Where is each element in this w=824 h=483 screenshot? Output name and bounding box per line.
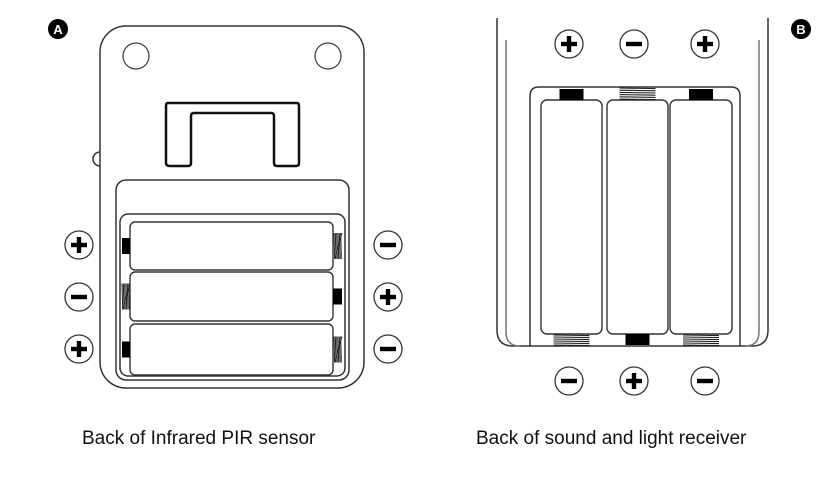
minus-icon — [690, 366, 720, 396]
minus-icon — [373, 334, 403, 364]
battery-a-1 — [129, 221, 334, 271]
contact-spring — [333, 336, 343, 363]
plus-icon — [554, 29, 584, 59]
contact-spring — [682, 334, 720, 347]
mounting-hole-left — [122, 42, 150, 70]
contact-spring — [553, 334, 590, 347]
battery-b-1 — [540, 99, 603, 335]
contact-plate — [689, 89, 713, 100]
minus-icon — [619, 29, 649, 59]
contact-spring — [619, 87, 656, 101]
caption-pir-sensor: Back of Infrared PIR sensor — [82, 428, 316, 449]
mounting-bracket — [164, 101, 301, 168]
badge-b: B — [791, 19, 811, 39]
mounting-hole-right — [314, 42, 342, 70]
battery-b-2 — [606, 99, 669, 335]
contact-spring — [121, 283, 131, 310]
badge-a: A — [48, 19, 68, 39]
battery-tray — [119, 213, 346, 377]
battery-compartment-b — [529, 86, 741, 346]
contact-plate — [122, 238, 130, 254]
panel-b: B — [496, 18, 811, 396]
plus-icon — [64, 334, 94, 364]
battery-a-3 — [129, 323, 334, 376]
plus-icon — [64, 230, 94, 260]
polarity-symbols-b — [554, 29, 720, 396]
caption-sound-light-receiver: Back of sound and light receiver — [476, 428, 747, 449]
battery-b-3 — [669, 99, 733, 335]
plus-icon — [690, 29, 720, 59]
panel-a: A — [48, 19, 403, 389]
contact-plate — [122, 341, 130, 358]
minus-icon — [64, 282, 94, 312]
minus-icon — [373, 230, 403, 260]
badge-a-label: A — [53, 22, 63, 37]
contact-spring — [333, 232, 343, 260]
receiver-inner-left — [505, 40, 521, 347]
receiver-inner-right — [744, 40, 760, 347]
polarity-symbols-a — [64, 230, 403, 364]
contact-plate — [559, 89, 584, 100]
contact-plate — [333, 288, 342, 305]
battery-a-2 — [129, 271, 334, 322]
battery-compartment — [115, 179, 350, 381]
plus-icon — [619, 366, 649, 396]
contact-plate — [625, 334, 650, 345]
receiver-housing-outline — [496, 18, 769, 347]
badge-b-label: B — [796, 22, 805, 37]
battery-group-a — [121, 221, 343, 376]
battery-group-b — [540, 87, 733, 347]
sensor-body-outline — [99, 25, 365, 389]
minus-icon — [554, 366, 584, 396]
side-nub — [92, 151, 101, 167]
plus-icon — [373, 282, 403, 312]
